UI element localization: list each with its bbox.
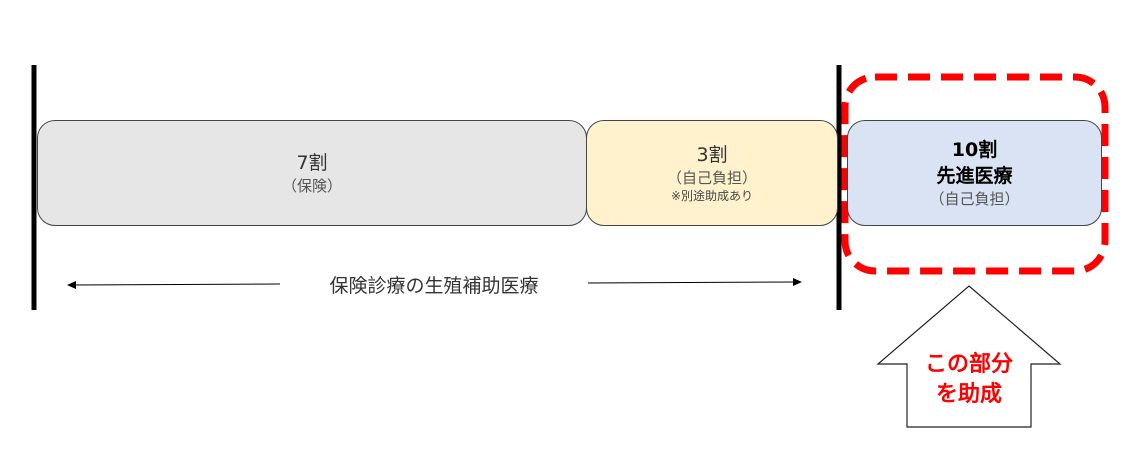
copay-segment: 3割 （自己負担） ※別途助成あり [586,120,838,226]
highlight-dashed-frame [841,73,1109,275]
callout-text: この部分 を助成 [907,350,1031,410]
copay-ratio: 3割 [696,144,728,166]
copay-note: （自己負担） [666,169,757,187]
left-arrow-line [69,283,281,286]
range-label: 保険診療の生殖補助医療 [329,275,539,297]
right-arrowhead [793,278,802,286]
callout-line1: この部分 [924,352,1013,377]
advanced-care-segment: 10割 先進医療 （自己負担） [847,120,1102,226]
advanced-note: （自己負担） [929,190,1020,208]
right-arrow-line [587,281,796,284]
insurance-note: （保険） [281,177,342,195]
advanced-title: 先進医療 [936,165,1013,187]
copay-subnote: ※別途助成あり [670,189,754,203]
left-arrowhead [67,281,76,289]
up-arrow-shape [876,285,1062,428]
insurance-segment: 7割 （保険） [37,120,587,226]
advanced-ratio: 10割 [951,139,998,161]
insurance-ratio: 7割 [296,152,328,174]
callout-line2: を助成 [935,382,1002,407]
